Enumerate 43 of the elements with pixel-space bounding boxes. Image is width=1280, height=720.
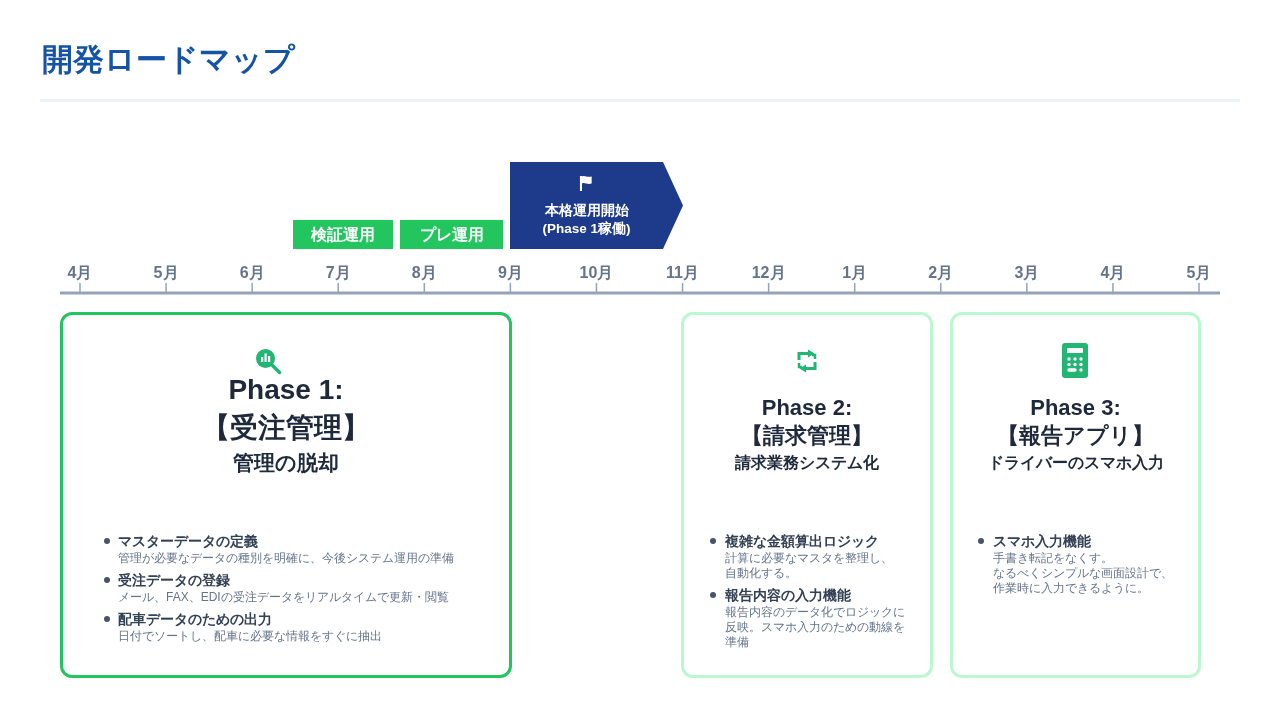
month-label: 12月: [751, 263, 786, 283]
phase-card: [681, 312, 933, 678]
phase-name: 【受注管理】: [201, 411, 371, 445]
phase-card: [950, 312, 1201, 678]
feature-title: 報告内容の入力機能: [725, 586, 851, 605]
feature-description: 日付でソートし、配車に必要な情報をすぐに抽出: [118, 629, 383, 644]
month-label: 11月: [666, 263, 699, 283]
feature-title: 配車データのための出力: [118, 610, 272, 629]
feature-description: 報告内容のデータ化でロジックに反映。スマホ入力のための動線を準備: [725, 605, 906, 650]
phase-heading: Phase 1:: [227, 373, 345, 407]
month-label: 10月: [579, 263, 614, 283]
phase-heading: Phase 3:: [1029, 394, 1122, 422]
month-label: 3月: [1014, 263, 1040, 283]
milestone-subtitle: (Phase 1稼働): [541, 220, 632, 238]
feature-title: 受注データの登録: [118, 571, 230, 590]
month-label: 4月: [1100, 263, 1126, 283]
milestone-tag: プレ運用: [400, 220, 503, 249]
phase-card: [60, 312, 512, 678]
month-label: 5月: [1186, 263, 1212, 283]
phase-subtitle: 請求業務システム化: [734, 453, 880, 473]
month-label: 6月: [239, 263, 265, 283]
phase-subtitle: 管理の脱却: [232, 450, 340, 476]
month-label: 5月: [153, 263, 179, 283]
phase-name: 【請求管理】: [740, 422, 874, 450]
milestone-title: 本格運用開始: [543, 202, 630, 220]
feature-title: マスターデータの定義: [118, 532, 258, 551]
month-label: 7月: [325, 263, 351, 283]
feature-description: 管理が必要なデータの種別を明確に、今後システム運用の準備: [118, 551, 455, 566]
feature-title: スマホ入力機能: [993, 532, 1091, 551]
phase-subtitle: ドライバーのスマホ入力: [986, 453, 1165, 473]
feature-description: 計算に必要なマスタを整理し、自動化する。: [725, 551, 894, 581]
month-label: 4月: [67, 263, 93, 283]
feature-title: 複雑な金額算出ロジック: [725, 532, 879, 551]
feature-description: 手書き転記をなくす。なるべくシンプルな画面設計で、作業時に入力できるように。: [993, 551, 1174, 596]
month-label: 8月: [411, 263, 437, 283]
page-title: 開発ロードマップ: [42, 41, 295, 79]
month-label: 2月: [928, 263, 954, 283]
phase-heading: Phase 2:: [760, 394, 854, 422]
phase-name: 【報告アプリ】: [996, 422, 1155, 450]
feature-description: メール、FAX、EDIの受注データをリアルタイムで更新・閲覧: [118, 590, 450, 605]
month-label: 9月: [497, 263, 523, 283]
month-label: 1月: [842, 263, 868, 283]
milestone-tag: 検証運用: [293, 220, 393, 249]
